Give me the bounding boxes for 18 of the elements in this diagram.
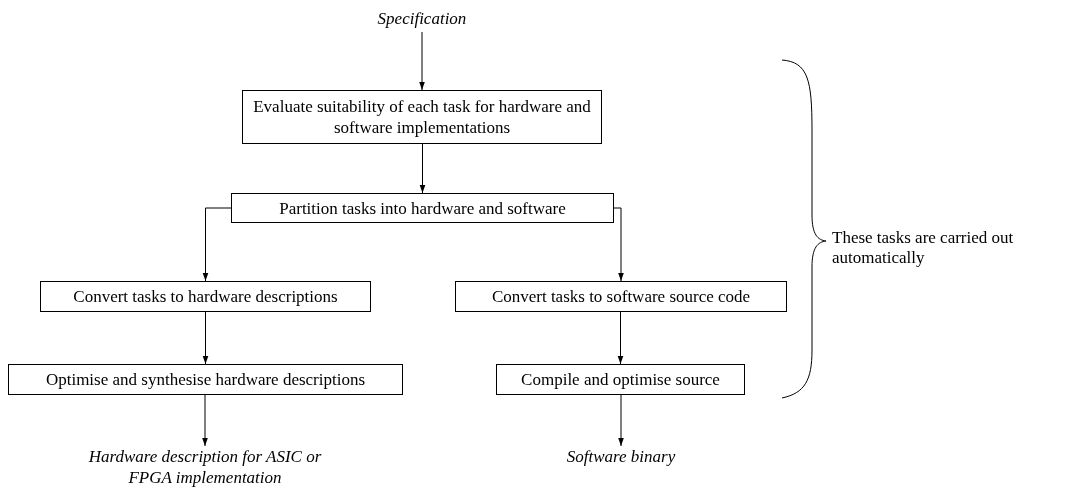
process-box: Optimise and synthesise hardware descriptions <box>8 364 403 395</box>
process-box: Partition tasks into hardware and software <box>231 193 614 223</box>
arrow <box>202 207 232 282</box>
arrow <box>617 311 624 365</box>
arrow <box>202 394 208 447</box>
process-box: Convert tasks to software source code <box>455 281 787 312</box>
arrow <box>613 207 624 282</box>
input-label: Specification <box>352 8 492 32</box>
process-box: Evaluate suitability of each task for hardware and software implementations <box>242 90 602 144</box>
arrow <box>202 311 209 365</box>
arrow <box>419 31 425 91</box>
arrow <box>419 143 426 194</box>
output-label: Software binary <box>551 446 691 470</box>
output-label: Hardware description for ASIC or FPGA implementation <box>85 446 325 492</box>
annotation-text: These tasks are carried out automatically <box>832 228 1015 268</box>
arrow <box>618 394 624 447</box>
process-box: Convert tasks to hardware descriptions <box>40 281 371 312</box>
process-box: Compile and optimise source <box>496 364 745 395</box>
